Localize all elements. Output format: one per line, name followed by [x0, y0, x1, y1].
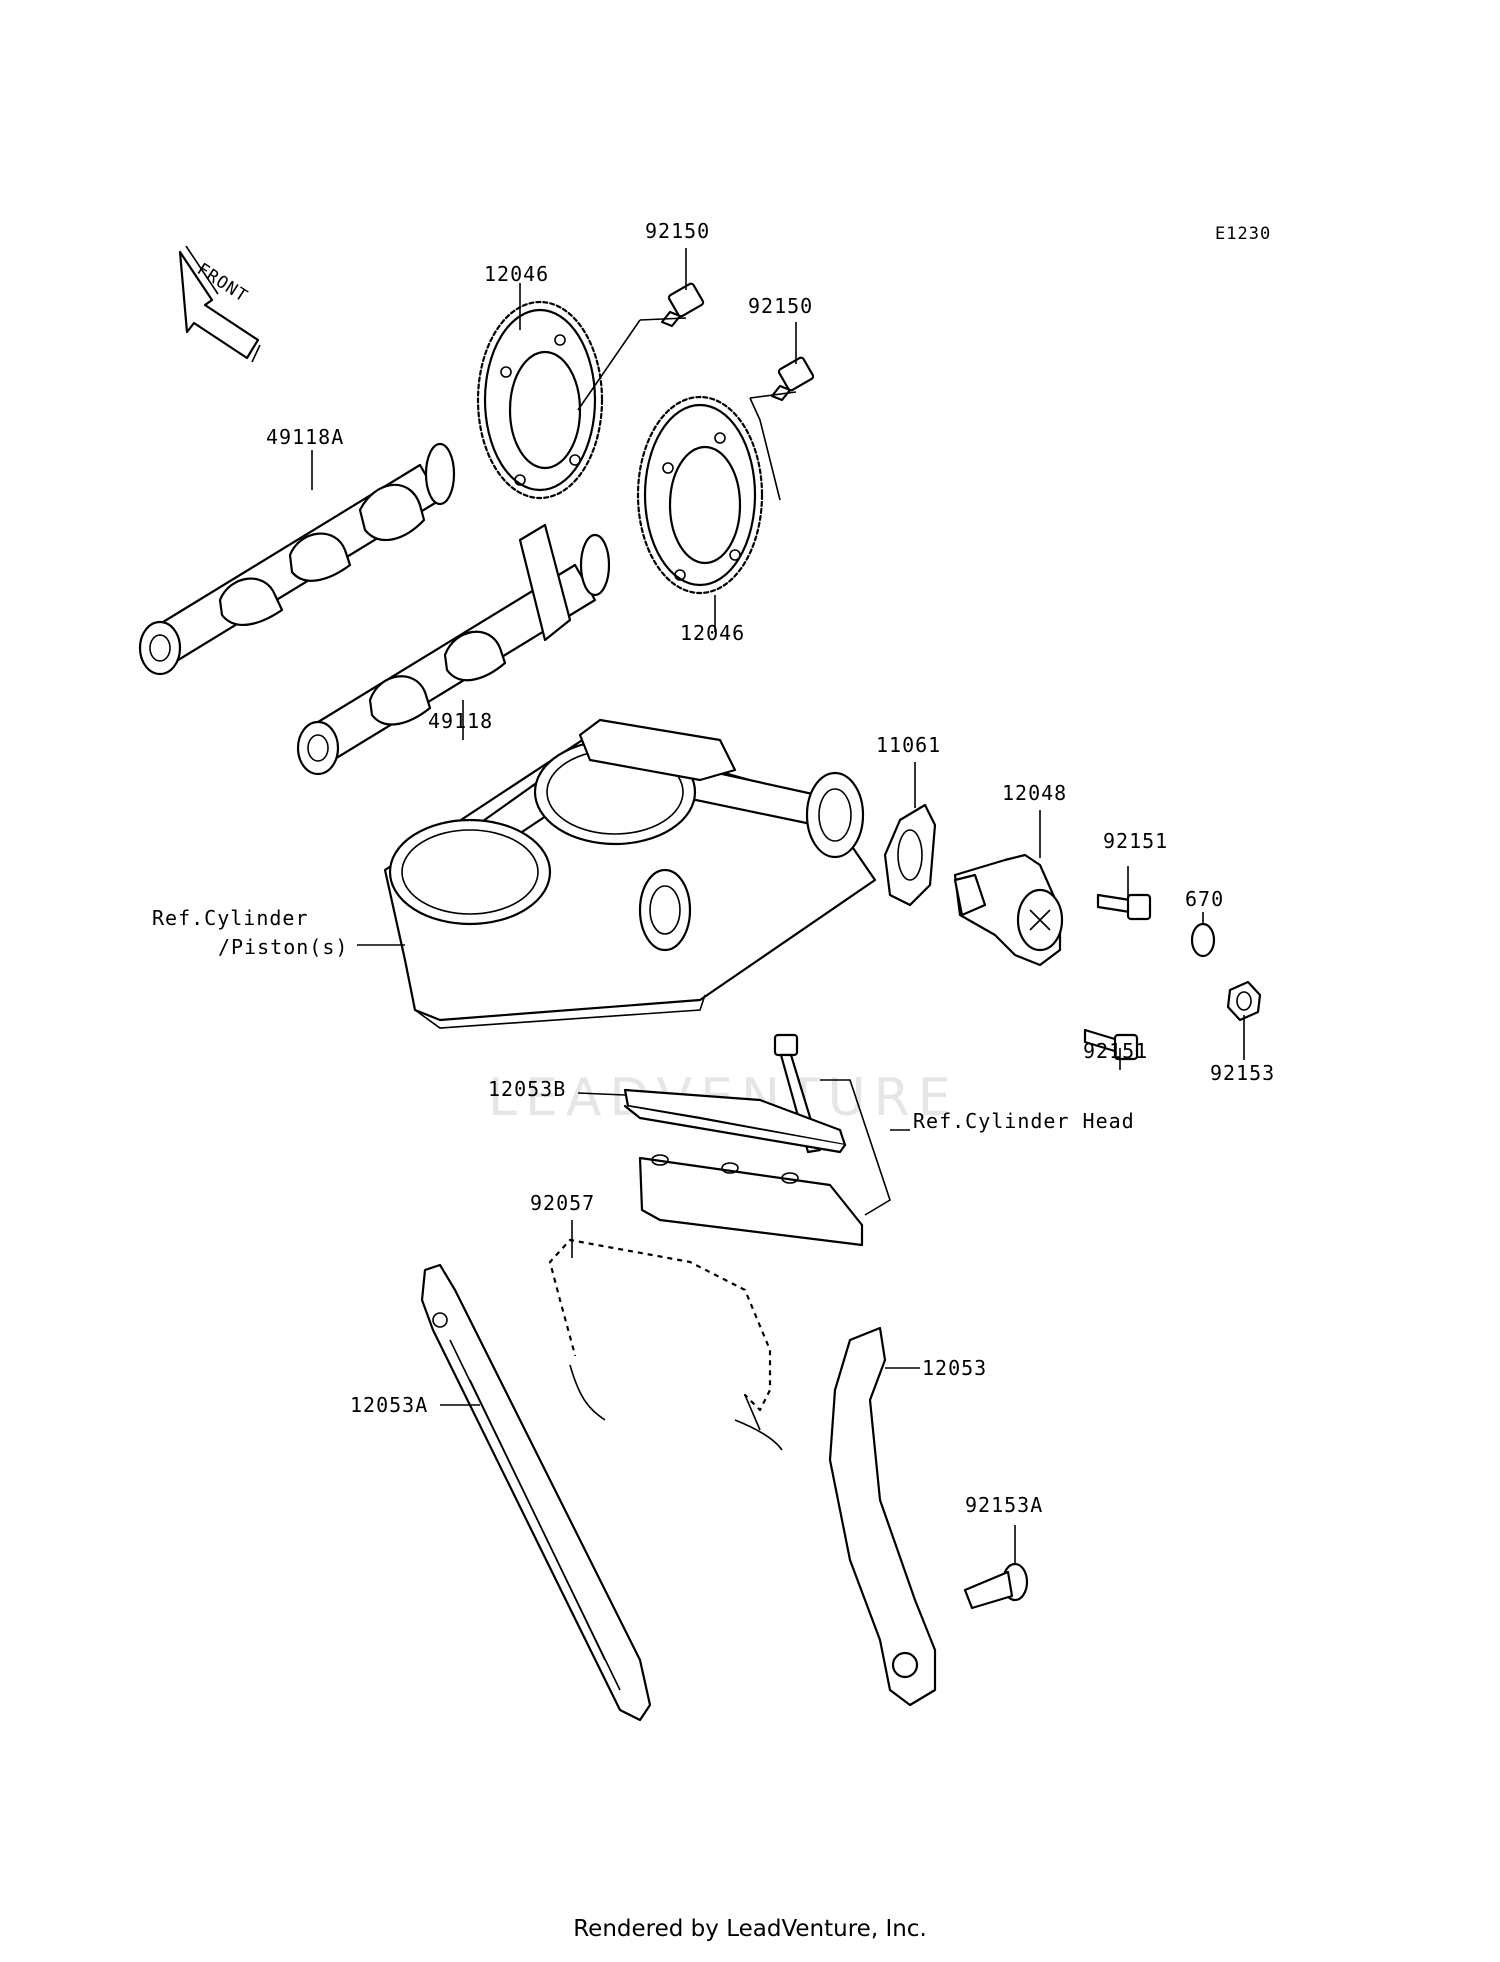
tensioner-12048 [953, 853, 1064, 967]
pin-92153a [963, 1562, 1029, 1610]
bolt-92150-lower [770, 356, 815, 402]
o-ring-670 [1190, 922, 1216, 958]
nut-92153 [1226, 980, 1262, 1022]
camshaft-49118a [138, 442, 456, 676]
ref-cylinder-label: Ref.Cylinder [152, 906, 309, 930]
chain-guide-12053 [828, 1326, 937, 1707]
diagram-ref-code: E1230 [1215, 224, 1272, 244]
part-label-92153: 92153 [1210, 1061, 1275, 1085]
part-label-92150-a: 92150 [645, 219, 710, 243]
cam-chain-92057 [547, 1237, 783, 1451]
part-label-12053a: 12053A [350, 1393, 428, 1417]
part-label-12046-a: 12046 [484, 262, 549, 286]
part-label-670: 670 [1185, 887, 1224, 911]
gasket-11061 [883, 803, 937, 907]
footer-rendered-by: Rendered by LeadVenture, Inc. [573, 1916, 927, 1942]
sprocket-12046-lower [636, 395, 764, 595]
front-arrow-icon: FRONT [178, 245, 261, 363]
part-label-11061: 11061 [876, 733, 941, 757]
bolt-92151-upper [1096, 893, 1152, 921]
cylinder-block [383, 718, 877, 1029]
part-label-49118a: 49118A [266, 425, 344, 449]
leader-lines [311, 248, 1245, 1565]
part-label-92153a: 92153A [965, 1493, 1043, 1517]
sprocket-12046-upper [476, 300, 604, 500]
part-label-49118: 49118 [428, 709, 493, 733]
part-label-12053: 12053 [922, 1356, 987, 1380]
part-label-92150-b: 92150 [748, 294, 813, 318]
part-label-92057: 92057 [530, 1191, 595, 1215]
part-label-12053b: 12053B [488, 1077, 566, 1101]
part-label-12048: 12048 [1002, 781, 1067, 805]
part-label-12046-b: 12046 [680, 621, 745, 645]
part-label-92151-b: 92151 [1083, 1039, 1148, 1063]
camshaft-49118 [296, 523, 611, 776]
ref-piston-label: /Piston(s) [218, 935, 348, 959]
chain-guide-12053b [623, 1088, 864, 1247]
part-label-92151-a: 92151 [1103, 829, 1168, 853]
ref-cylinder-head-label: Ref.Cylinder Head [913, 1109, 1135, 1133]
chain-guide-12053a [420, 1263, 652, 1722]
